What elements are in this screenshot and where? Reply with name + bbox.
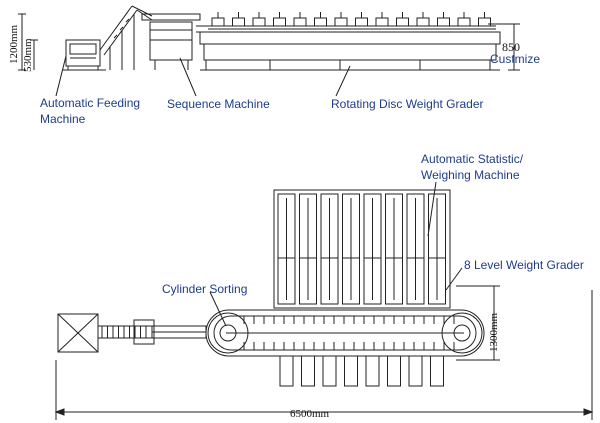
- sorting-lane: [277, 193, 296, 305]
- automatic-feeding-label-line2: Machine: [40, 112, 86, 126]
- height-total-dimension: 1200mm: [8, 24, 20, 64]
- disc-unit: [334, 17, 348, 27]
- leader-lines: [55, 55, 463, 327]
- disc-unit: [273, 17, 286, 27]
- height-grader-dimension: 850: [502, 40, 520, 54]
- sorting-lane: [342, 193, 360, 305]
- disc-unit: [457, 17, 471, 27]
- collection-bin: [279, 355, 294, 387]
- collection-bin: [408, 355, 423, 387]
- side-view: [18, 5, 520, 71]
- sorting-lane: [428, 193, 446, 305]
- disc-unit: [396, 17, 409, 27]
- feeding-machine-side: [62, 39, 106, 71]
- collection-bin: [430, 355, 444, 387]
- sequence-machine-label: Sequence Machine: [167, 97, 270, 111]
- infeed-slats: [101, 326, 147, 338]
- sorting-lane: [406, 193, 425, 305]
- collection-bin: [365, 355, 380, 387]
- eight-level-grader-plan: [273, 189, 451, 387]
- disc-unit: [232, 17, 245, 27]
- customize-label: Custmize: [490, 52, 541, 66]
- infeed-conveyor-plan: [97, 319, 207, 345]
- statistic-weighing-label-line2: Weighing Machine: [421, 168, 520, 182]
- plan-view: [54, 189, 594, 420]
- incline-conveyor-side: [99, 5, 153, 70]
- statistic-weighing-label-line1: Automatic Statistic/: [421, 152, 524, 166]
- rotating-disc-grader-label: Rotating Disc Weight Grader: [331, 97, 484, 111]
- disc-grader-side: [199, 12, 501, 71]
- track-links: [243, 316, 455, 350]
- disc-unit: [211, 17, 225, 27]
- eight-level-grader-label: 8 Level Weight Grader: [464, 258, 584, 272]
- disc-units: [211, 12, 491, 27]
- disc-unit: [355, 17, 368, 27]
- plan-width-dimension: 1300mm: [488, 312, 500, 352]
- sorting-lane: [299, 193, 317, 305]
- collection-bin: [301, 355, 315, 387]
- automatic-feeding-label-line1: Automatic Feeding: [40, 96, 141, 110]
- disc-unit: [478, 17, 491, 27]
- cylinder-sorting-label: Cylinder Sorting: [162, 282, 248, 296]
- collection-bin: [322, 355, 337, 387]
- disc-unit: [314, 17, 327, 27]
- height-feeder-dimension: 530mm: [22, 38, 34, 72]
- sorting-lane: [385, 193, 403, 305]
- sorting-lane: [363, 193, 382, 305]
- sorting-lanes: [277, 193, 446, 305]
- disc-unit: [437, 17, 450, 27]
- hopper-plan: [57, 313, 99, 353]
- disc-unit: [375, 17, 389, 27]
- disc-unit: [252, 17, 266, 27]
- collection-bins: [279, 355, 444, 387]
- disc-unit: [416, 17, 430, 27]
- collection-bin: [387, 355, 401, 387]
- cylinder-sorting-track: [205, 309, 485, 357]
- sorting-lane: [320, 193, 339, 305]
- collection-bin: [344, 355, 358, 387]
- total-length-dimension: 6500mm: [290, 408, 330, 420]
- disc-unit: [293, 17, 307, 27]
